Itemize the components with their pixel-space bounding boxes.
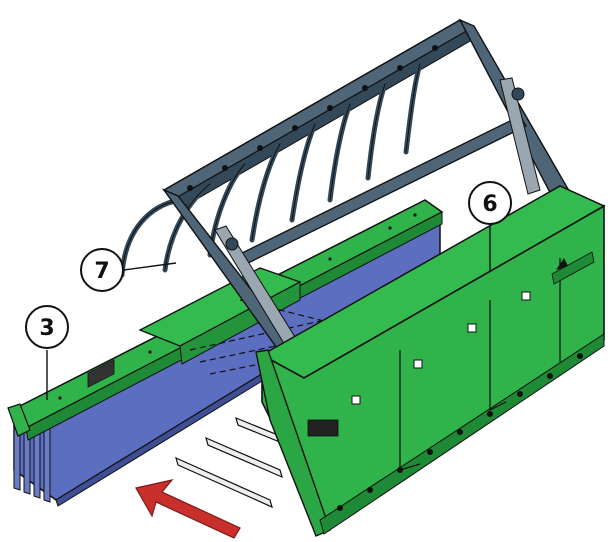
green-bucket-part-6: [255, 185, 606, 537]
brand-logo: [551, 251, 595, 285]
callout-label-6: 6: [482, 192, 497, 217]
callout-label-3: 3: [39, 316, 54, 341]
steel-grab-arm: [119, 18, 573, 373]
callout-6: 6: [468, 181, 512, 272]
red-arrow-icon: [135, 479, 241, 539]
callout-7: 7: [80, 248, 177, 292]
callout-label-7: 7: [94, 259, 109, 284]
callout-3: 3: [25, 305, 69, 400]
